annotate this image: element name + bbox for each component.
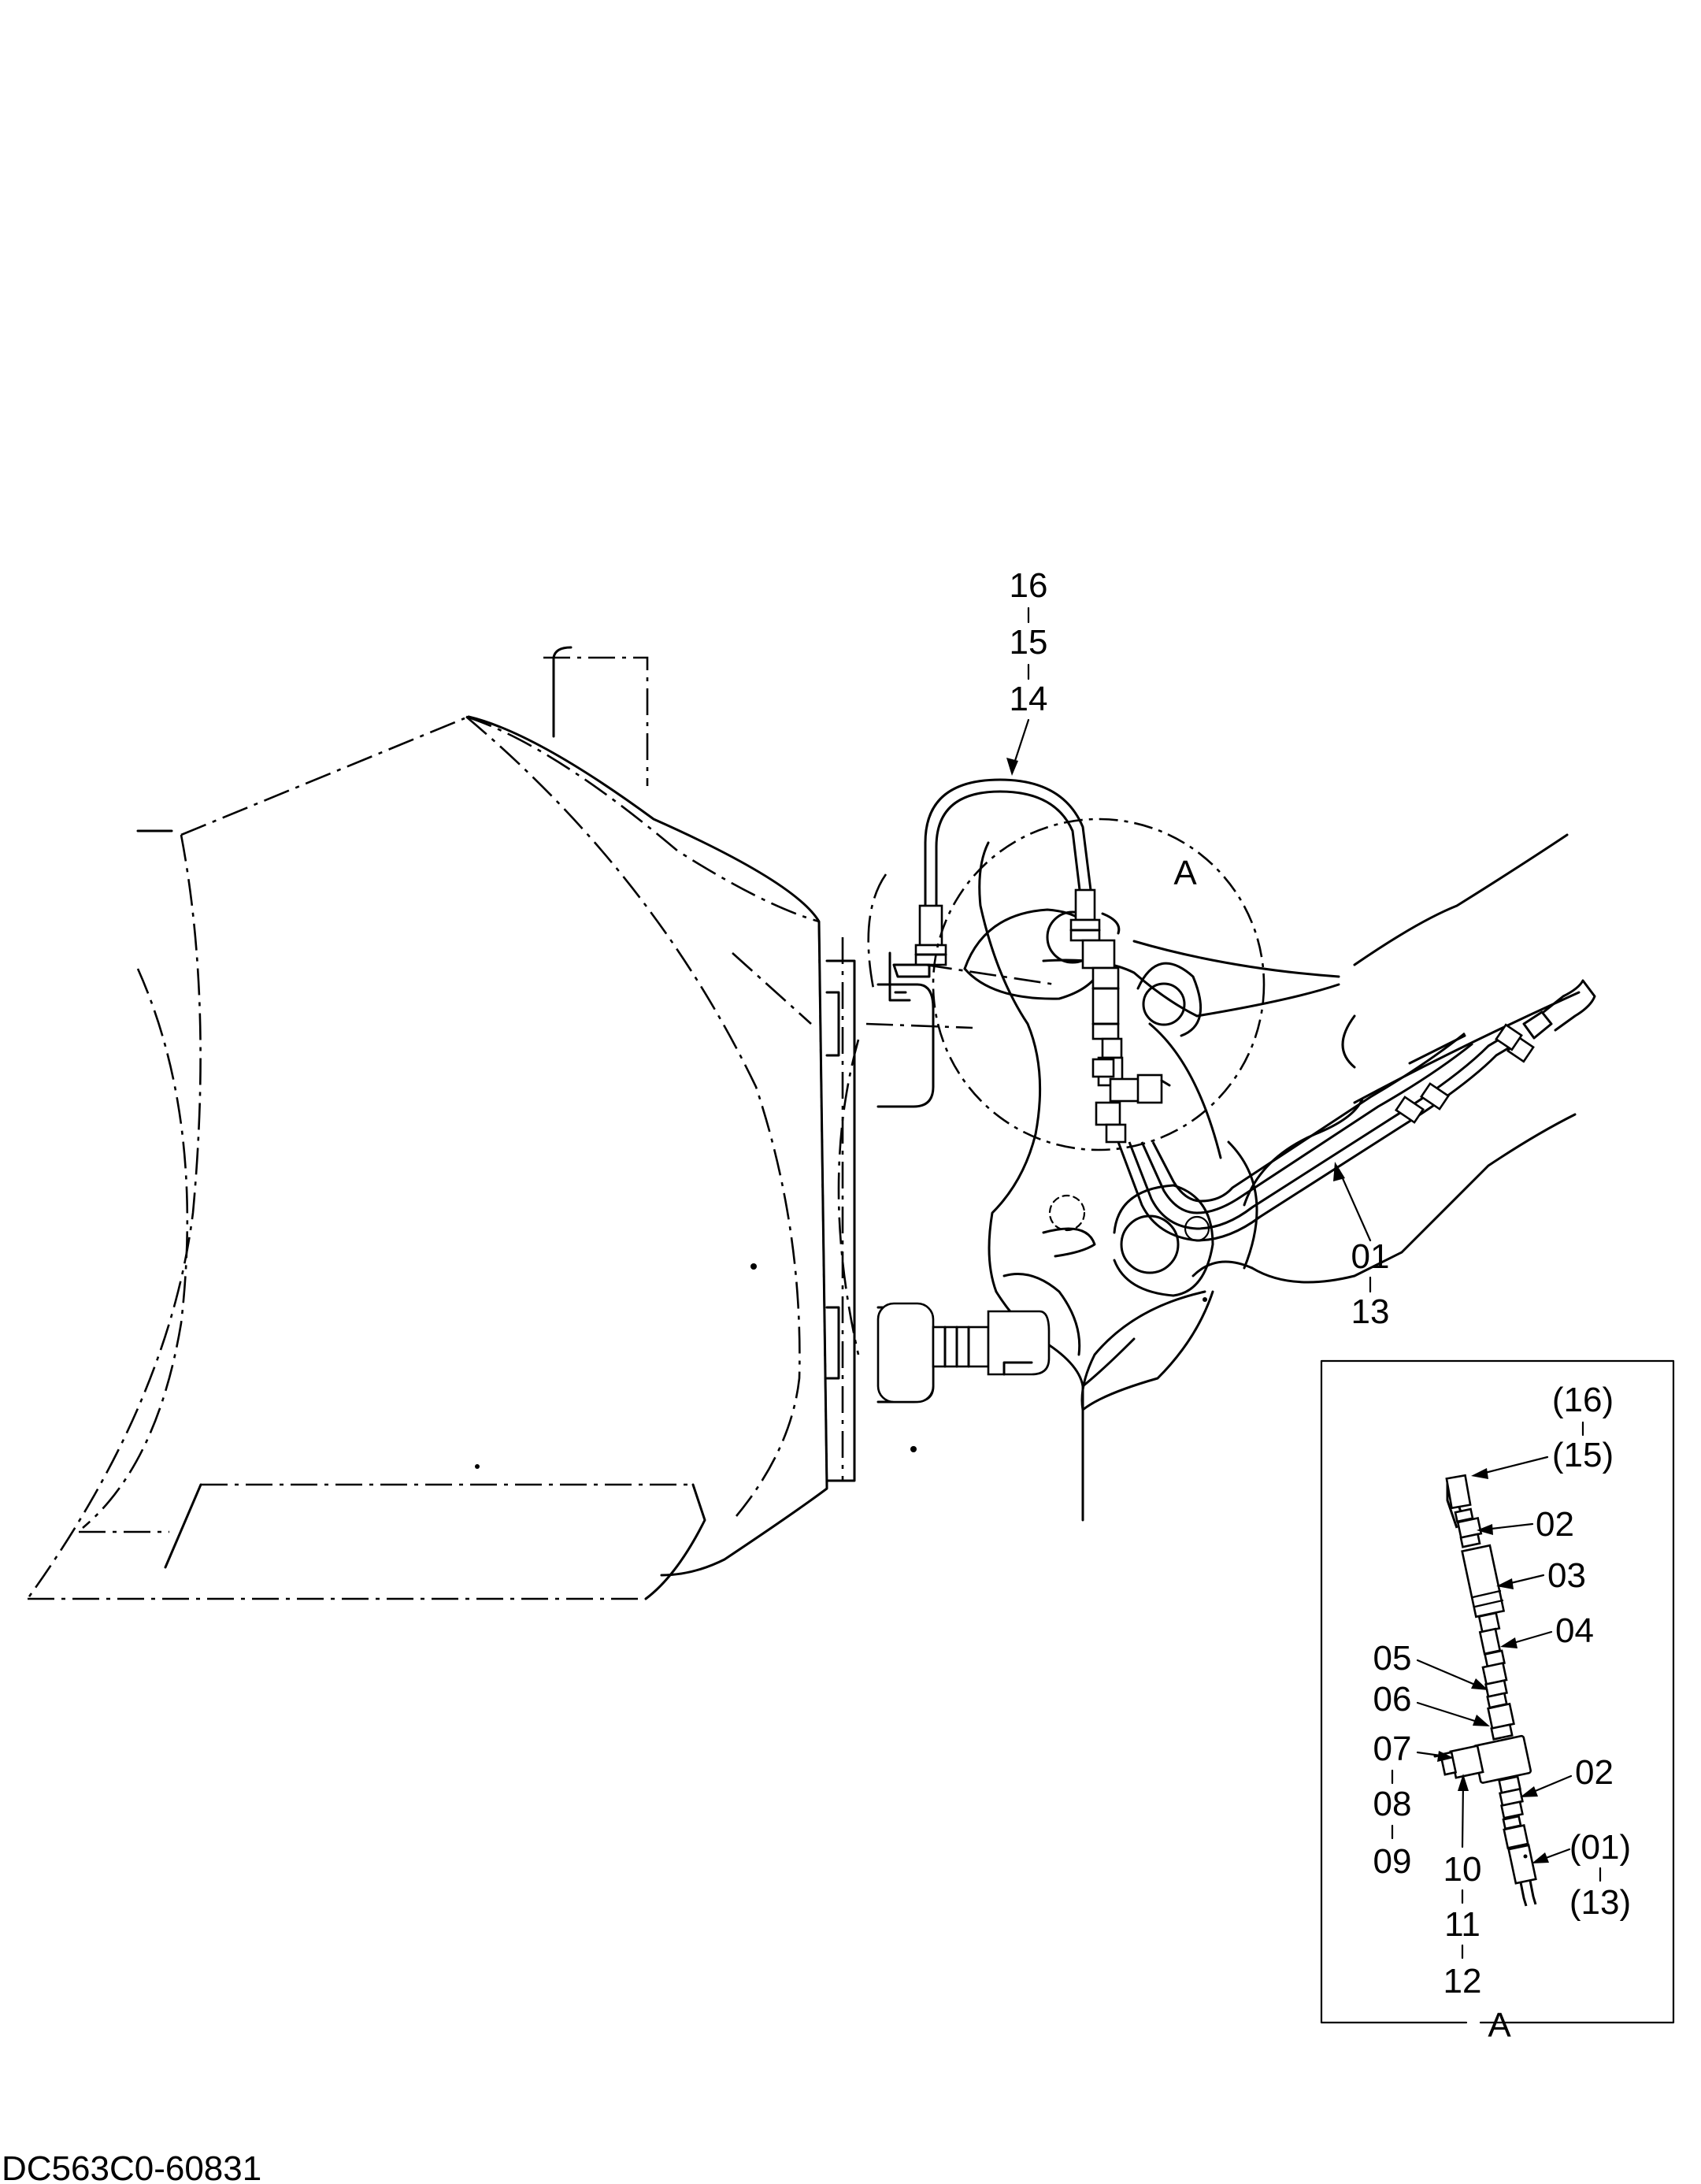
callout-label-16: 16 <box>1010 566 1048 605</box>
detail-a-marker-label: A <box>1173 854 1197 892</box>
hose-assembly-16-15-14 <box>888 778 1092 1002</box>
detail-label-16: (16) <box>1552 1381 1614 1419</box>
detail-label-02-upper: 02 <box>1536 1505 1574 1544</box>
callout-label-15: 15 <box>1010 623 1048 662</box>
detail-label-06: 06 <box>1373 1680 1412 1719</box>
callout-label-14: 14 <box>1010 680 1048 718</box>
detail-label-08: 08 <box>1373 1785 1412 1823</box>
dozer-blade-outline <box>26 656 1056 1600</box>
callout-label-13: 13 <box>1351 1292 1390 1331</box>
detail-a-marker-circle <box>932 818 1266 1151</box>
detail-label-15: (15) <box>1552 1436 1614 1474</box>
detail-label-11: 11 <box>1444 1905 1480 1944</box>
valve-stack-main <box>1069 888 1171 1144</box>
drawing-number: DC563C0-60831 <box>2 2149 261 2184</box>
detail-label-05: 05 <box>1373 1639 1412 1678</box>
detail-label-01: (01) <box>1569 1828 1631 1867</box>
detail-callouts: (16) (15) 02 03 04 05 06 07 08 09 02 10 <box>1373 1381 1632 2000</box>
dozer-blade-solid <box>136 646 935 1600</box>
detail-label-10: 10 <box>1443 1850 1482 1889</box>
drawing-dots <box>475 1263 1207 1469</box>
detail-label-09: 09 <box>1373 1842 1412 1881</box>
detail-label-03: 03 <box>1547 1556 1586 1595</box>
hose-assembly-01-13 <box>1117 979 1596 1242</box>
callout-01-13: 01 13 <box>1333 1162 1389 1331</box>
callout-16-15-14: 16 15 14 <box>1006 566 1047 776</box>
detail-label-02-lower: 02 <box>1575 1753 1614 1792</box>
detail-label-13: (13) <box>1569 1883 1631 1922</box>
detail-label-07: 07 <box>1373 1730 1412 1768</box>
callout-label-01: 01 <box>1351 1237 1390 1276</box>
detail-label-04: 04 <box>1555 1611 1594 1650</box>
lift-cylinder-end <box>876 1302 1051 1403</box>
detail-a-view: A <box>1320 1359 1675 2045</box>
detail-label-12: 12 <box>1443 1962 1482 2000</box>
detail-a-view-label: A <box>1488 2006 1511 2045</box>
